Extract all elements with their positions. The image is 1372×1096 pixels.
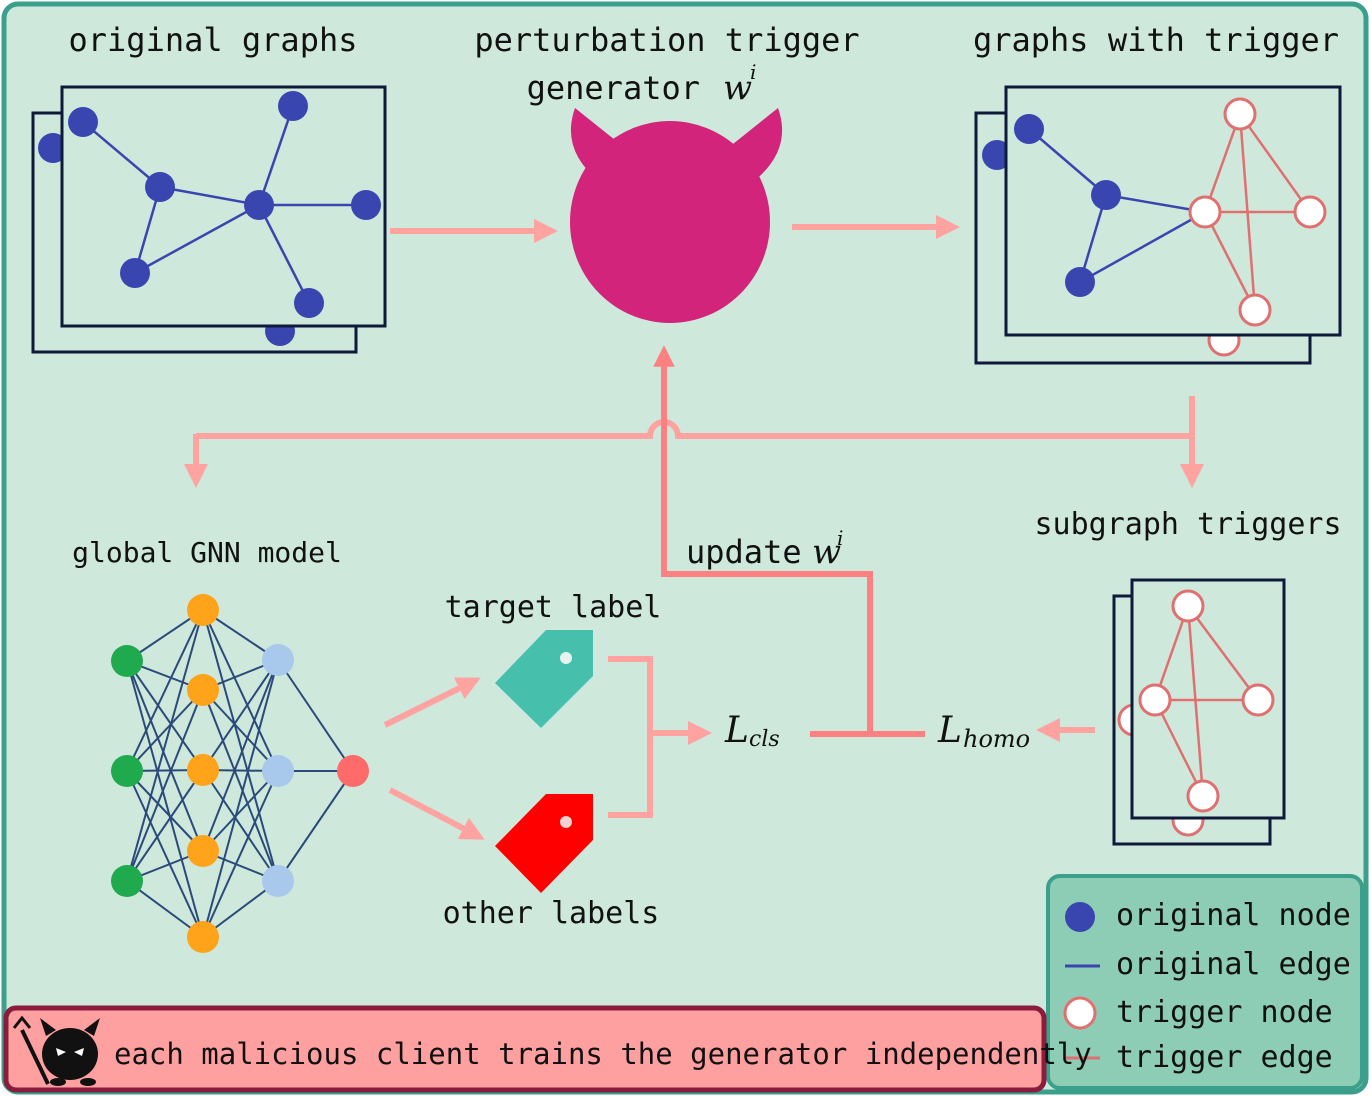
l-cls-main: L — [724, 710, 749, 751]
banner: each malicious client trains the generat… — [3, 1005, 1092, 1093]
legend-trigger-node-icon — [1063, 996, 1097, 1030]
bracket-to-lcls — [608, 656, 712, 818]
other-labels-text: other labels — [443, 896, 660, 931]
graphs-with-trigger-label: graphs with trigger — [973, 21, 1339, 59]
target-label-text: target label — [445, 590, 662, 625]
perturbation-label-line1: perturbation trigger — [474, 21, 859, 59]
update-w-symbol: w — [812, 532, 841, 572]
update-i-superscript: i — [837, 526, 843, 550]
graphs-with-trigger — [974, 85, 1342, 365]
gnn-network — [111, 594, 369, 953]
update-path — [653, 345, 925, 737]
legend-original-edge: original edge — [1116, 947, 1351, 982]
arrow-gnn-to-target — [383, 677, 481, 728]
l-homo-sub: homo — [963, 725, 1030, 753]
other-tag-icon — [495, 794, 593, 893]
perturbation-label-line2: generator — [527, 69, 700, 107]
legend-trigger-edge: trigger edge — [1116, 1040, 1333, 1075]
legend-original-node: original node — [1116, 898, 1351, 933]
l-cls-sub: cls — [749, 727, 780, 752]
subgraph-triggers-label: subgraph triggers — [1034, 507, 1341, 542]
generator-w-symbol: w — [723, 68, 752, 108]
update-label: update — [686, 533, 802, 571]
original-graphs — [31, 85, 387, 354]
devil-client-icon — [12, 1015, 100, 1086]
global-gnn-label: global GNN model — [72, 536, 342, 569]
banner-text: each malicious client trains the generat… — [114, 1037, 1092, 1071]
devil-generator-icon — [570, 108, 783, 323]
target-tag-icon — [495, 630, 593, 728]
legend-trigger-node: trigger node — [1116, 995, 1333, 1030]
legend-original-node-icon — [1065, 902, 1095, 932]
generator-i-superscript: i — [750, 60, 756, 84]
subgraph-triggers — [1112, 578, 1286, 846]
arrow-gnn-to-other — [388, 787, 485, 840]
legend: original node original edge trigger node… — [1046, 874, 1364, 1090]
original-graphs-label: original graphs — [69, 21, 358, 59]
l-homo-main: L — [937, 710, 962, 751]
